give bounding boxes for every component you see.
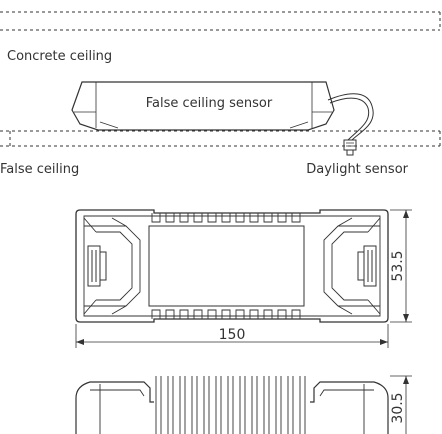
daylight-sensor bbox=[343, 139, 357, 156]
installation-section: Concrete ceiling False ceiling sensor Fa… bbox=[0, 11, 441, 177]
side-view: 30.5 bbox=[75, 375, 412, 434]
daylight-sensor-cable-2 bbox=[329, 97, 370, 141]
top-view: 53.5 150 bbox=[75, 209, 412, 348]
sensor-body bbox=[71, 81, 335, 131]
height-dimension: 30.5 bbox=[390, 375, 412, 434]
sensor-body-details bbox=[74, 82, 332, 129]
top-view-center-panel bbox=[148, 225, 305, 307]
top-view-left-end bbox=[83, 217, 141, 315]
top-view-bottom-ribs bbox=[151, 309, 301, 319]
daylight-sensor-label: Daylight sensor bbox=[306, 162, 408, 177]
top-view-outline bbox=[75, 209, 389, 323]
false-ceiling-label: False ceiling bbox=[0, 162, 79, 177]
length-dimension: 150 bbox=[75, 324, 389, 348]
side-view-outline bbox=[75, 381, 389, 434]
height-dimension-label: 30.5 bbox=[390, 392, 406, 423]
false-ceiling-sensor-label: False ceiling sensor bbox=[146, 96, 273, 111]
top-view-right-end bbox=[323, 217, 381, 315]
width-dimension-label: 53.5 bbox=[390, 250, 406, 281]
concrete-ceiling-label: Concrete ceiling bbox=[7, 49, 112, 64]
top-view-top-ribs bbox=[151, 213, 301, 223]
daylight-sensor-cable bbox=[327, 93, 374, 141]
false-ceiling-board bbox=[0, 130, 441, 147]
width-dimension: 53.5 bbox=[390, 209, 412, 323]
side-view-fins bbox=[155, 376, 306, 434]
length-dimension-label: 150 bbox=[219, 327, 246, 343]
concrete-ceiling-slab bbox=[0, 11, 441, 31]
